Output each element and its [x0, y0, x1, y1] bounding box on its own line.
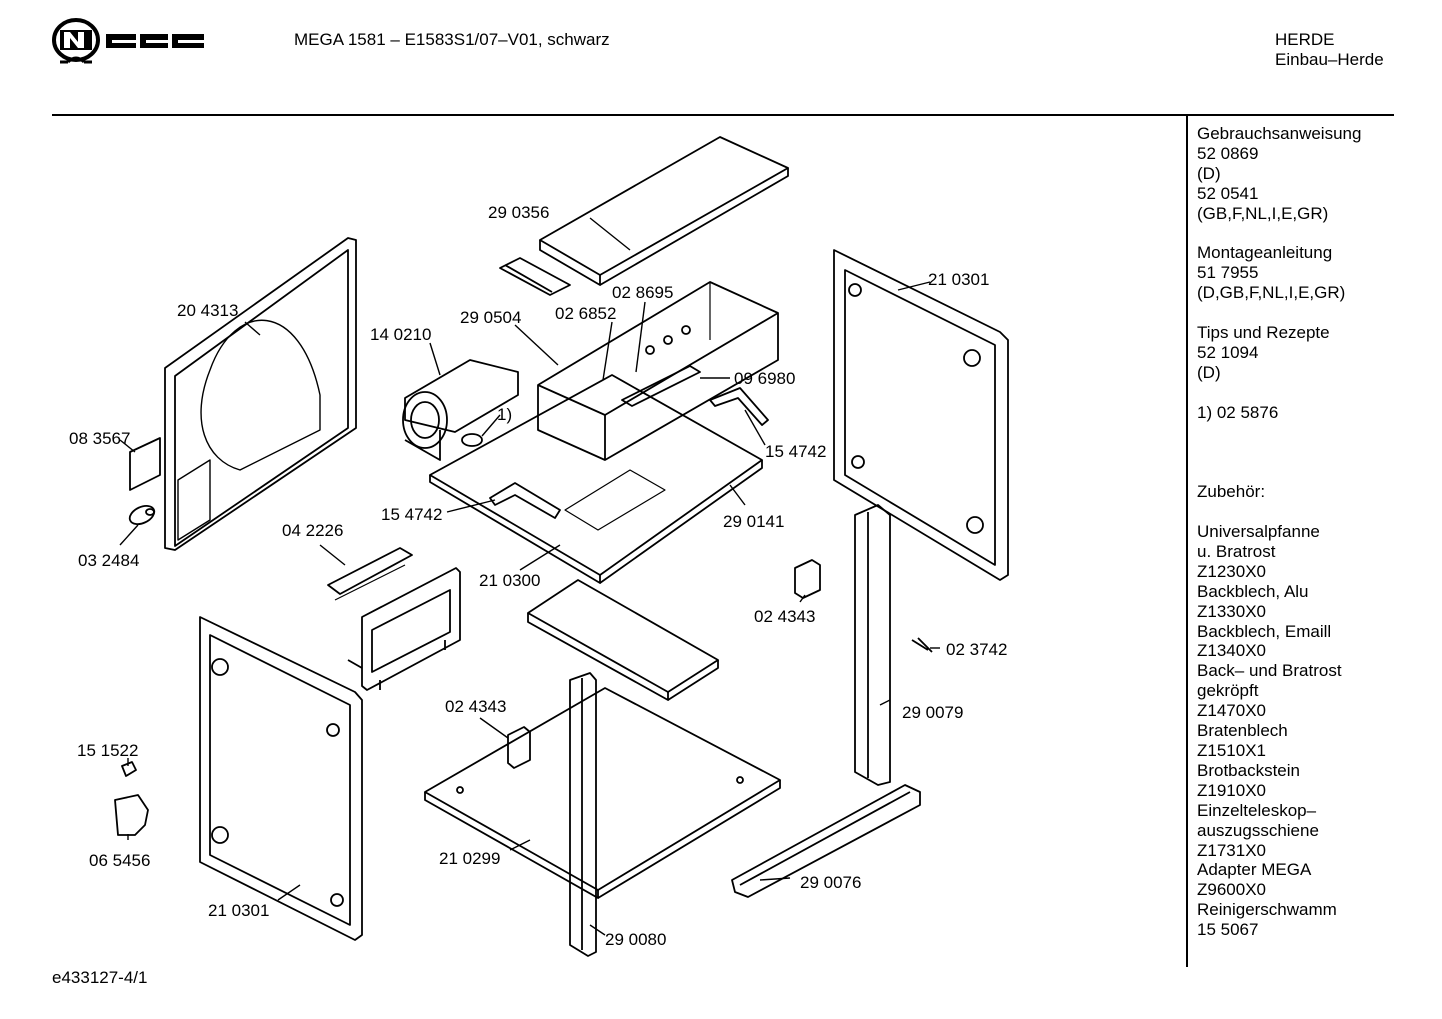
sidebar-line: (D,GB,F,NL,I,E,GR) [1197, 283, 1346, 303]
lower-rail-shape [731, 784, 921, 898]
part-number-label: 03 2484 [78, 551, 139, 570]
sidebar-line: (D) [1197, 362, 1221, 382]
sidebar-line: 15 5067 [1197, 920, 1259, 940]
sidebar-line: 52 0541 [1197, 183, 1259, 203]
part-number-label: 29 0079 [902, 703, 963, 722]
sidebar-line: Z1470X0 [1197, 701, 1266, 721]
part-number-label: 29 0356 [488, 203, 549, 222]
cover-bracket-shape [499, 257, 571, 296]
screw-shape [911, 637, 933, 653]
part-number-label: 08 3567 [69, 429, 130, 448]
handle-shape-2 [489, 482, 561, 519]
part-number-label: 29 0076 [800, 873, 861, 892]
model-title: MEGA 1581 – E1583S1/07–V01, schwarz [294, 30, 610, 49]
part-number-label: 21 0301 [208, 901, 269, 920]
right-side-panel-shape [833, 249, 1009, 581]
part-number-label: 15 4742 [381, 505, 442, 524]
sidebar-line: gekröpft [1197, 681, 1259, 701]
sidebar-line: Montageanleitung [1197, 243, 1333, 263]
part-number-label: 29 0080 [605, 930, 666, 949]
part-number-label: 14 0210 [370, 325, 431, 344]
fan-motor-shape [404, 359, 519, 433]
top-cover-shape [539, 136, 789, 276]
sidebar-group: 1) 02 5876 [1197, 403, 1437, 423]
part-number-label: 02 4343 [754, 607, 815, 626]
clip-shape-2 [507, 726, 531, 769]
plate-shape [129, 437, 161, 491]
sidebar-line: Z1510X1 [1197, 741, 1266, 760]
sidebar-line: Z1340X0 [1197, 641, 1266, 661]
part-number-label: 02 8695 [612, 283, 673, 302]
sidebar-line: (GB,F,NL,I,E,GR) [1197, 203, 1329, 223]
sidebar-line: Adapter MEGA [1197, 860, 1312, 880]
sidebar-line: 52 0869 [1197, 143, 1259, 163]
sidebar-divider [1186, 116, 1188, 967]
sidebar-line: Backblech, Emaill [1197, 621, 1332, 641]
part-number-label: 21 0301 [928, 270, 989, 289]
control-bracket-shape [361, 567, 461, 691]
part-number-label: 06 5456 [89, 851, 150, 870]
part-number-label: 20 4313 [177, 301, 238, 320]
front-rail-shape [569, 672, 597, 957]
part-labels: 29 0356 20 4313 14 0210 29 0504 02 6852 02 86… [69, 203, 1007, 949]
clip-shape [794, 559, 821, 599]
right-rail-shape [854, 504, 891, 786]
sidebar-line: Gebrauchsanweisung [1197, 124, 1362, 143]
hinge-part-shape [114, 794, 149, 836]
sidebar-line: Brotbackstein [1197, 760, 1300, 780]
sidebar-line: Back– und Bratrost [1197, 661, 1342, 681]
sidebar-line: auszugsschiene [1197, 820, 1319, 840]
bottom-left-panel-shape [199, 616, 363, 941]
sidebar-line: Einzelteleskop– [1197, 800, 1317, 820]
sidebar-line: u. Bratrost [1197, 541, 1276, 561]
sidebar-line: 1) 02 5876 [1197, 402, 1279, 422]
part-number-label: 1) [497, 405, 512, 424]
part-number-label: 04 2226 [282, 521, 343, 540]
terminal-block-shape [621, 365, 701, 407]
sidebar-line: Z9600X0 [1197, 880, 1266, 900]
part-number-label: 21 0300 [479, 571, 540, 590]
part-number-label: 02 3742 [946, 640, 1007, 659]
sidebar-line: Backblech, Alu [1197, 581, 1309, 601]
sidebar-line: 52 1094 [1197, 342, 1259, 362]
sidebar-line: Tips und Rezepte [1197, 323, 1330, 343]
neff-logo [52, 18, 204, 64]
part-number-label: 29 0141 [723, 512, 784, 531]
subcategory-title: Einbau–Herde [1275, 50, 1384, 69]
sidebar-line: Z1230X0 [1197, 561, 1266, 581]
terminal-strip-shape [327, 547, 413, 595]
sidebar-line: 51 7955 [1197, 263, 1259, 283]
sidebar-line: Reinigerschwamm [1197, 900, 1337, 920]
sidebar-line: Z1910X0 [1197, 780, 1266, 800]
sidebar-line: Z1330X0 [1197, 601, 1266, 621]
category-title: HERDE [1275, 30, 1335, 49]
sidebar-line: Zubehör: [1197, 482, 1266, 502]
part-number-label: 15 1522 [77, 741, 138, 760]
sidebar-line: Universalpfanne [1197, 522, 1320, 542]
document-id: e433127-4/1 [52, 968, 148, 987]
sidebar-line: Z1731X0 [1197, 840, 1266, 860]
small-clip-shape [121, 761, 137, 777]
sidebar-line: (D) [1197, 163, 1221, 183]
sidebar-group: Zubehör: [1197, 482, 1437, 502]
header-divider [52, 114, 1394, 116]
part-number-label: 02 4343 [445, 697, 506, 716]
base-tray-shape [429, 374, 763, 576]
part-number-label: 09 6980 [734, 369, 795, 388]
sidebar-line: Bratenblech [1197, 721, 1288, 741]
part-number-label: 02 6852 [555, 304, 616, 323]
part-number-label: 15 4742 [765, 442, 826, 461]
part-number-label: 29 0504 [460, 308, 521, 327]
left-side-panel-shape [164, 237, 357, 551]
part-number-label: 21 0299 [439, 849, 500, 868]
handle-shape [709, 387, 769, 426]
